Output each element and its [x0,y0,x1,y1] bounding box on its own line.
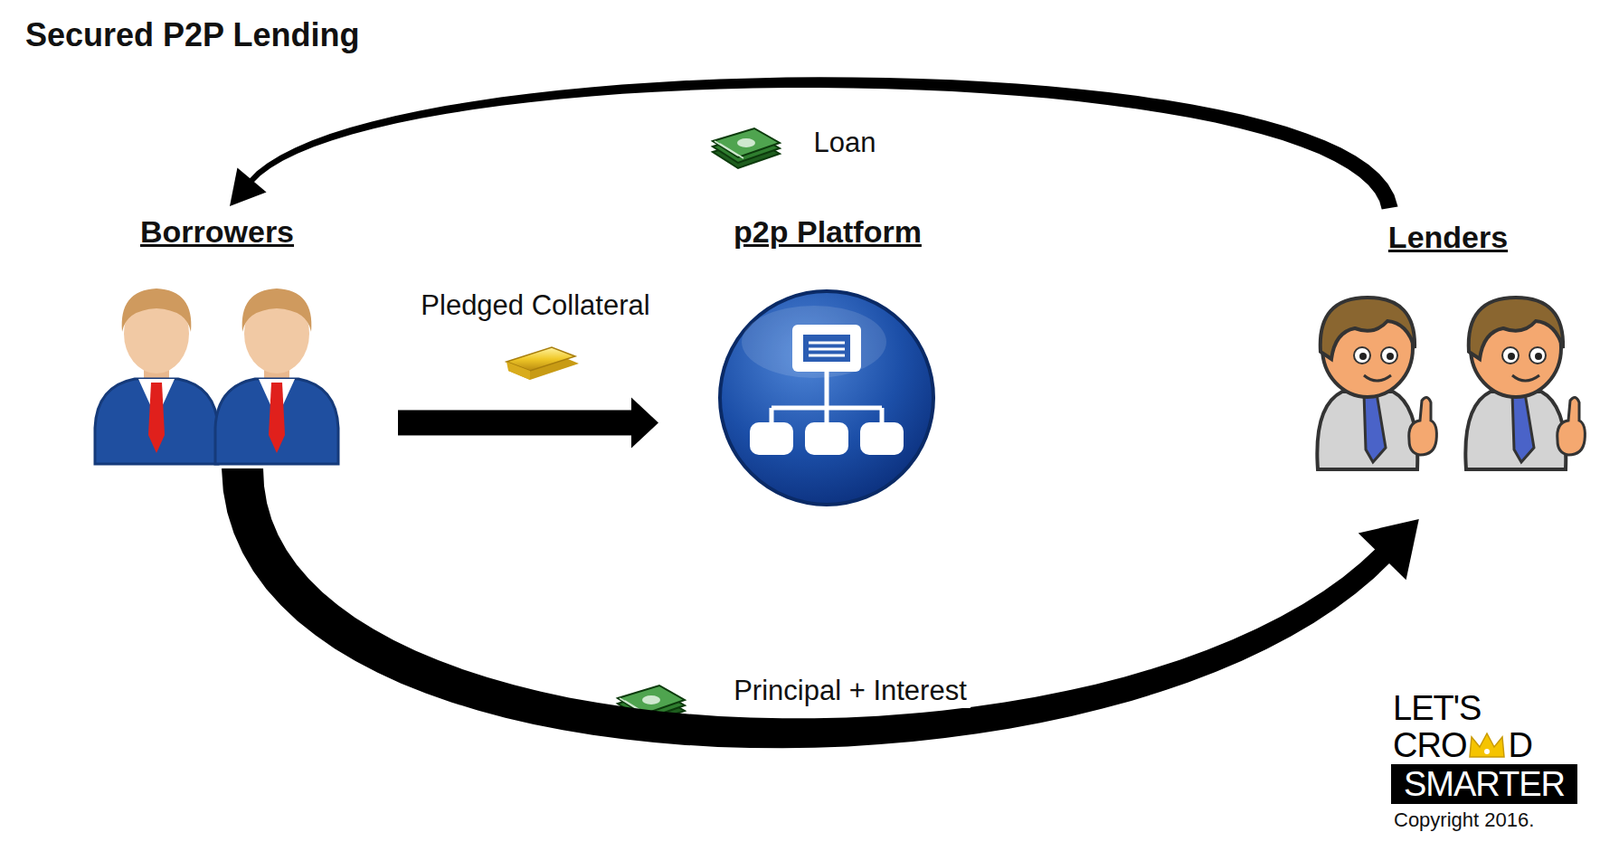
arrow-body [221,468,1392,748]
flow-arrow [229,76,1399,209]
node-heading: p2p Platform [733,213,922,250]
arrow-head [229,167,267,207]
lenders-group: Lenders [1302,218,1594,474]
arrow-body [247,76,1398,209]
flow-arrow [397,397,659,448]
flow-arrow [221,468,1420,748]
crown-shape [1469,733,1505,758]
arrow-head [631,397,659,448]
borrower-figure [215,288,339,464]
crown-jewel [1484,748,1490,755]
borrower-figure [94,288,218,464]
lender-figure [1465,297,1585,470]
borrowers-group: Borrowers [90,213,344,467]
platform-node: p2p Platform [714,213,941,509]
diagram-title: Secured P2P Lending [25,16,360,55]
node-heading: Borrowers [140,213,294,250]
lender-figure [1316,297,1437,470]
node-heading: Lenders [1388,218,1508,256]
edge-label: Pledged Collateral [416,288,654,323]
logo-text: CRO [1392,726,1467,765]
logo-banner: SMARTER [1391,764,1578,805]
arrow-body [397,409,634,436]
money-icon [712,128,780,169]
logo-text: D [1507,726,1532,765]
gold-bar [506,347,579,380]
logo-text: LET'S [1392,689,1481,728]
edge-label: Loan [810,125,881,161]
copyright-note: Copyright 2016. [1393,808,1534,833]
edge-label: Principal + Interest [729,673,971,709]
platform-icon [719,291,934,505]
arrow-head [1358,519,1420,580]
crown-icon [1467,731,1506,761]
